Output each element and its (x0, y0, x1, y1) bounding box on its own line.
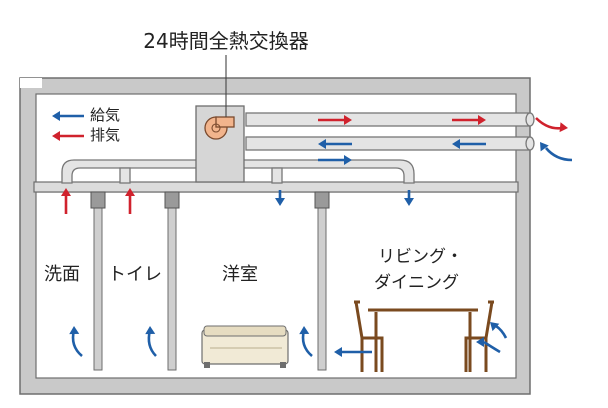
vent-grille-1 (90, 191, 106, 209)
arrow-8 (535, 117, 568, 133)
arrow-head (61, 188, 71, 196)
arrow-head (145, 326, 156, 335)
roof-step-left (20, 78, 42, 88)
duct-end-top (525, 112, 535, 127)
arrow-shaft (535, 117, 563, 130)
arrow-4 (452, 115, 486, 125)
outside-duct-bottom (245, 136, 531, 151)
arrow-18 (476, 336, 501, 354)
arrow-head (476, 336, 485, 347)
vent-poles (90, 191, 330, 371)
arrow-17 (334, 347, 372, 357)
vent-pole-2 (167, 191, 177, 371)
arrow-shaft (483, 340, 501, 354)
arrow-16 (299, 326, 313, 357)
arrow-15 (145, 326, 157, 357)
duct-end-bottom (525, 136, 535, 151)
arrow-head (478, 115, 486, 125)
legend-supply-label: 給気 (90, 106, 120, 124)
arrow-shaft (495, 324, 508, 339)
diagram-title: 24時間全熱交換器 (143, 29, 308, 53)
arrow-head (344, 155, 352, 165)
drop-1 (119, 167, 131, 184)
arrow-12 (275, 190, 285, 206)
arrow-10 (61, 188, 71, 214)
arrow-14 (69, 326, 83, 357)
outside-duct-top (245, 112, 531, 127)
bed (201, 325, 289, 368)
arrow-head (404, 198, 414, 206)
arrow-head (299, 326, 310, 335)
arrow-head (52, 111, 60, 121)
arrow-head (559, 122, 568, 133)
arrow-head (275, 198, 285, 206)
building (19, 77, 531, 395)
arrow-5 (318, 139, 352, 149)
arrow-1 (52, 111, 84, 121)
arrow-shaft (545, 147, 573, 162)
room-label-washroom: 洗面 (44, 264, 80, 285)
drop-2 (271, 167, 283, 184)
arrow-19 (490, 322, 508, 339)
heat-exchanger-unit (195, 55, 245, 183)
arrow-6 (452, 139, 486, 149)
arrow-head (344, 115, 352, 125)
arrow-head (540, 142, 549, 152)
arrow-head (125, 188, 135, 196)
supply-trunk-right (239, 159, 415, 184)
vent-grille-2 (164, 191, 180, 209)
arrow-7 (318, 155, 352, 165)
legend-exhaust-label: 排気 (90, 126, 120, 144)
arrow-13 (404, 190, 414, 206)
room-label-living-2: ダイニング (374, 273, 459, 293)
arrow-head (318, 139, 326, 149)
room-label-living-1: リビング・ (378, 247, 463, 267)
airflow-arrows (52, 111, 573, 357)
room-label-western-room: 洋室 (222, 264, 258, 285)
arrow-11 (125, 188, 135, 214)
arrow-head (334, 347, 342, 357)
vent-pole-3 (317, 191, 327, 371)
room-label-toilet: トイレ (108, 264, 162, 285)
labels: 24時間全熱交換器 給気 排気 洗面 トイレ 洋室 リビング・ ダイニング (44, 29, 463, 293)
arrow-head (452, 139, 460, 149)
arrow-head (69, 326, 80, 335)
arrow-head (52, 131, 60, 141)
arrow-head (490, 322, 500, 332)
vent-grille-3 (314, 191, 330, 209)
fan-icon (204, 116, 235, 140)
arrow-3 (318, 115, 352, 125)
vent-pole-1 (93, 191, 103, 371)
arrow-9 (540, 142, 573, 162)
arrow-2 (52, 131, 84, 141)
